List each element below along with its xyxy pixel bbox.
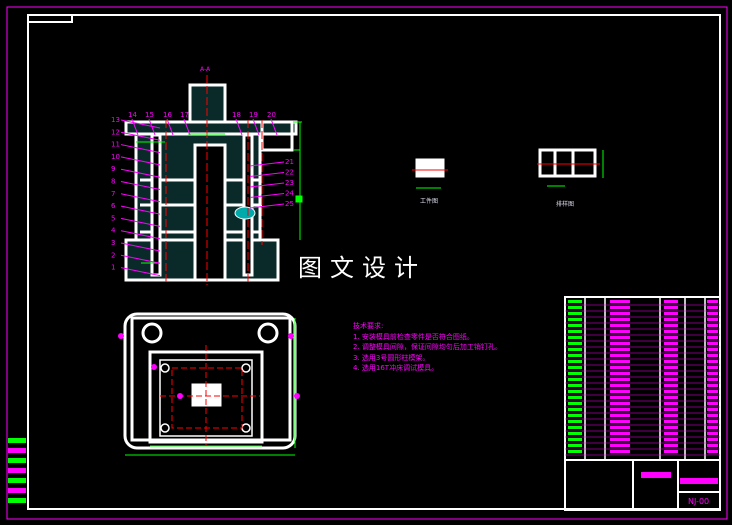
leader-line (120, 230, 161, 240)
part-number-label: 18 (232, 111, 241, 119)
part-number-label: 3 (111, 239, 115, 247)
part-number-label: 2 (111, 251, 115, 259)
part-number-label: 5 (111, 214, 115, 222)
workpiece-drawing (412, 158, 448, 189)
leader-line (120, 267, 161, 277)
parts-list-table (564, 296, 721, 461)
part-number-label: 10 (111, 153, 120, 161)
part-number-label: 17 (180, 111, 189, 119)
dimension-lines (136, 121, 303, 264)
part-number-label: 11 (111, 141, 120, 149)
requirements-title: 技术要求: (353, 322, 384, 330)
title-block (564, 459, 721, 511)
binding-strip (8, 438, 26, 503)
part-number-label: 1 (111, 264, 115, 272)
corner-tab (27, 14, 73, 23)
outer-border (6, 6, 728, 520)
part-number-label: 8 (111, 178, 115, 186)
part-number-label: 20 (267, 111, 276, 119)
leader-line (131, 118, 139, 136)
requirement-item: 2. 调整模具间隙，保证间隙均匀后加工销钉孔。 (353, 343, 502, 351)
part-number-label: 19 (249, 111, 258, 119)
requirement-item: 3. 选用3号圆形柱模架。 (353, 353, 430, 362)
part-number-label: 22 (285, 169, 294, 177)
section-label: A-A (200, 66, 211, 73)
leader-line (249, 172, 285, 177)
leader-line (120, 144, 161, 154)
leader-line (120, 193, 161, 203)
workpiece-label: 工件图 (420, 198, 439, 205)
leader-line (120, 242, 161, 252)
leader-line (183, 118, 191, 136)
leader-line (120, 181, 161, 190)
leader-line (148, 118, 156, 136)
part-leaders (120, 118, 285, 277)
requirement-item: 1. 安装模具前检查零件是否符合图纸。 (353, 332, 474, 341)
part-number-label: 7 (111, 190, 115, 198)
leader-line (120, 119, 161, 129)
leader-line (120, 156, 161, 166)
part-number-label: 12 (111, 128, 120, 136)
center-lines (165, 75, 263, 285)
layout-label: 排样图 (556, 201, 575, 208)
part-number-label: 23 (285, 179, 294, 187)
leader-line (120, 254, 161, 264)
watermark: 图文设计 (298, 254, 426, 282)
part-number-label: 14 (128, 111, 137, 119)
leader-line (270, 118, 278, 136)
leader-line (120, 205, 161, 215)
part-number-label: 9 (111, 165, 115, 173)
part-number-label: 24 (285, 190, 294, 198)
leader-line (249, 161, 285, 167)
drawing-code: NJ-00 (688, 497, 710, 506)
strip-layout-drawing (537, 148, 604, 187)
part-number-label: 13 (111, 116, 120, 124)
leader-line (120, 217, 161, 227)
requirement-item: 4. 选用16T冲床调试模具。 (353, 364, 439, 372)
leader-line (249, 203, 285, 209)
part-number-label: 15 (145, 111, 154, 119)
leader-line (120, 131, 161, 141)
technical-requirements: 技术要求: 1. 安装模具前检查零件是否符合图纸。 2. 调整模具间隙，保证间隙… (353, 321, 502, 374)
part-number-label: 25 (285, 200, 294, 208)
leader-line (235, 118, 243, 136)
part-number-label: 21 (285, 158, 294, 166)
leader-line (120, 168, 161, 178)
leader-line (249, 193, 285, 198)
leader-line (249, 182, 285, 188)
part-number-label: 6 (111, 202, 116, 210)
part-number-label: 4 (111, 227, 116, 235)
inner-border (27, 14, 721, 510)
part-number-label: 16 (163, 111, 172, 119)
leader-line (166, 118, 174, 136)
leader-line (252, 118, 260, 136)
